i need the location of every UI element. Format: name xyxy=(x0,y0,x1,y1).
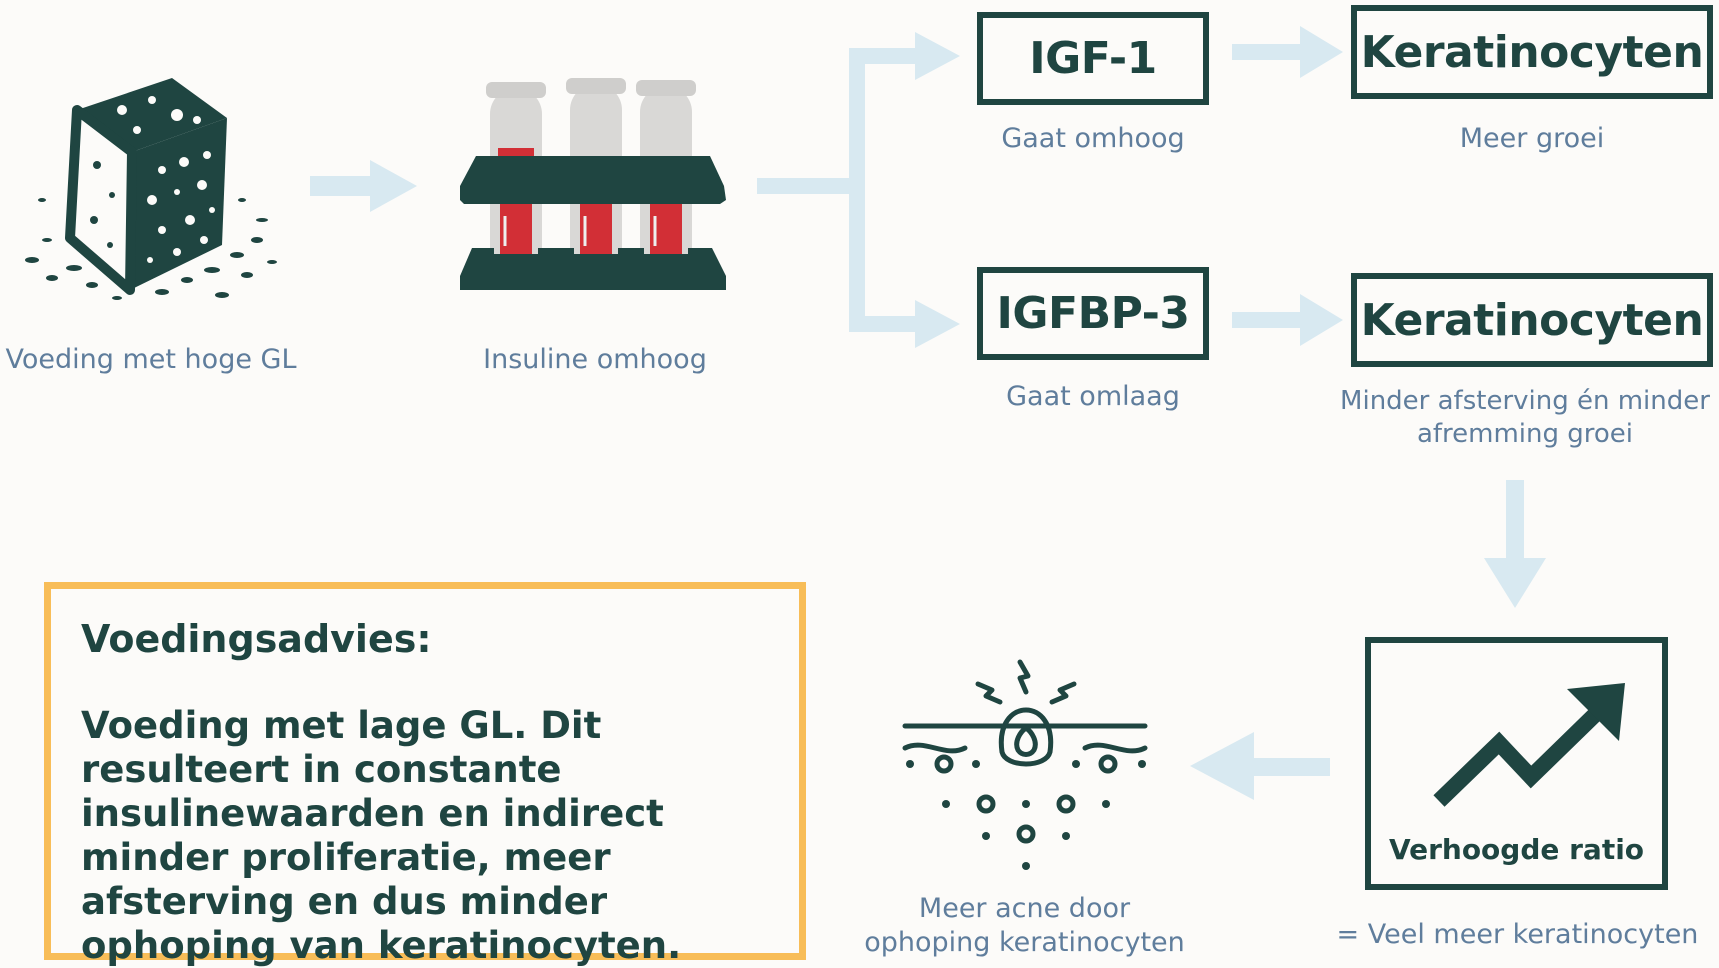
insulin-caption: Insuline omhoog xyxy=(483,344,707,375)
keratinocyten-bottom-caption-line1: Minder afsterving én minder xyxy=(1340,386,1710,416)
igf1-box: IGF-1 xyxy=(977,12,1209,105)
ratio-box: Verhoogde ratio xyxy=(1365,637,1668,890)
trend-up-icon xyxy=(1433,683,1625,807)
acne-caption-line1: Meer acne door xyxy=(918,893,1131,924)
keratinocyten-bottom-box: Keratinocyten xyxy=(1351,273,1713,367)
sugar-cube-icon xyxy=(25,78,277,300)
igfbp3-caption: Gaat omlaag xyxy=(1006,381,1180,412)
keratinocyten-top-caption: Meer groei xyxy=(1459,123,1605,154)
arrow-sugar-to-insulin xyxy=(310,160,417,212)
keratinocyten-top-label: Keratinocyten xyxy=(1360,26,1704,78)
arrow-to-igf1 xyxy=(849,32,960,80)
arrow-igfbp3-to-kerat xyxy=(1232,294,1343,346)
acne-caption-line2: ophoping keratinocyten xyxy=(864,927,1185,958)
connector-vertical xyxy=(849,48,865,332)
igfbp3-label: IGFBP-3 xyxy=(996,288,1190,339)
keratinocyten-bottom-label: Keratinocyten xyxy=(1360,294,1704,346)
arrow-kerat-to-ratio xyxy=(1484,480,1546,608)
ratio-label: Verhoogde ratio xyxy=(1388,833,1645,866)
keratinocyten-bottom-caption-line2: afremming groei xyxy=(1416,419,1634,449)
arrow-ratio-to-acne xyxy=(1190,732,1330,800)
igfbp3-box: IGFBP-3 xyxy=(977,267,1209,360)
connector-horizontal xyxy=(757,178,853,194)
acne-pore-icon xyxy=(902,659,1148,870)
keratinocyten-top-box: Keratinocyten xyxy=(1351,5,1713,99)
arrow-to-igfbp3 xyxy=(849,300,960,348)
ratio-caption: = Veel meer keratinocyten xyxy=(1336,919,1699,950)
advice-body: Voeding met lage GL. Dit resulteert in c… xyxy=(81,704,682,967)
test-tubes-icon xyxy=(460,78,726,290)
arrow-igf1-to-kerat xyxy=(1232,26,1343,78)
igf1-label: IGF-1 xyxy=(1029,33,1157,84)
advice-heading: Voedingsadvies: xyxy=(81,617,432,661)
advice-box: Voedingsadvies: Voeding met lage GL. Dit… xyxy=(44,582,806,967)
igf1-caption: Gaat omhoog xyxy=(1001,123,1185,154)
sugar-caption: Voeding met hoge GL xyxy=(5,344,297,375)
